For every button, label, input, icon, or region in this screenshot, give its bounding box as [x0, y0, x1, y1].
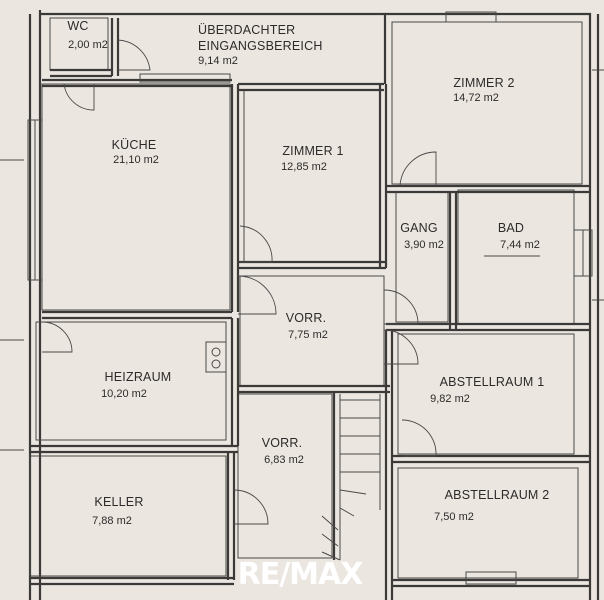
room-name-bad: BAD — [498, 221, 524, 235]
room-area-heizraum: 10,20 m2 — [101, 388, 147, 400]
room-area-vorr1: 7,75 m2 — [288, 329, 328, 341]
room-name2-eingang: EINGANGSBEREICH — [198, 39, 323, 53]
room-name-zimmer1: ZIMMER 1 — [282, 144, 343, 158]
room-area-abstell1: 9,82 m2 — [430, 393, 470, 405]
room-area-zimmer2: 14,72 m2 — [453, 92, 499, 104]
room-area-eingang: 9,14 m2 — [198, 55, 238, 67]
room-area-keller: 7,88 m2 — [92, 515, 132, 527]
room-name-keller: KELLER — [94, 495, 143, 509]
room-name-abstell2: ABSTELLRAUM 2 — [445, 488, 550, 502]
doors — [41, 39, 540, 525]
brand-watermark: RE/MAX — [238, 557, 364, 592]
room-area-abstell2: 7,50 m2 — [434, 511, 474, 523]
room-area-wc: 2,00 m2 — [68, 39, 108, 51]
room-name-heizraum: HEIZRAUM — [105, 370, 172, 384]
interior-walls — [30, 18, 590, 600]
room-name-kueche: KÜCHE — [112, 138, 157, 152]
room-labels: WC 2,00 m2 ÜBERDACHTER EINGANGSBEREICH 9… — [67, 19, 549, 527]
room-area-bad: 7,44 m2 — [500, 239, 540, 251]
room-area-gang: 3,90 m2 — [404, 239, 444, 251]
room-name-wc: WC — [67, 19, 88, 33]
chimney-symbol — [205, 341, 227, 373]
room-name-vorr1: VORR. — [286, 311, 327, 325]
room-name-vorr2: VORR. — [262, 436, 303, 450]
room-area-kueche: 21,10 m2 — [113, 154, 159, 166]
room-name-eingang: ÜBERDACHTER — [198, 23, 295, 37]
room-name-zimmer2: ZIMMER 2 — [453, 76, 514, 90]
room-name-gang: GANG — [400, 221, 438, 235]
outer-walls — [28, 10, 600, 600]
windows — [27, 11, 593, 585]
room-area-vorr2: 6,83 m2 — [264, 454, 304, 466]
room-area-zimmer1: 12,85 m2 — [281, 161, 327, 173]
dimension-marks — [0, 69, 604, 451]
room-name-abstell1: ABSTELLRAUM 1 — [440, 375, 545, 389]
stairs — [321, 394, 381, 561]
